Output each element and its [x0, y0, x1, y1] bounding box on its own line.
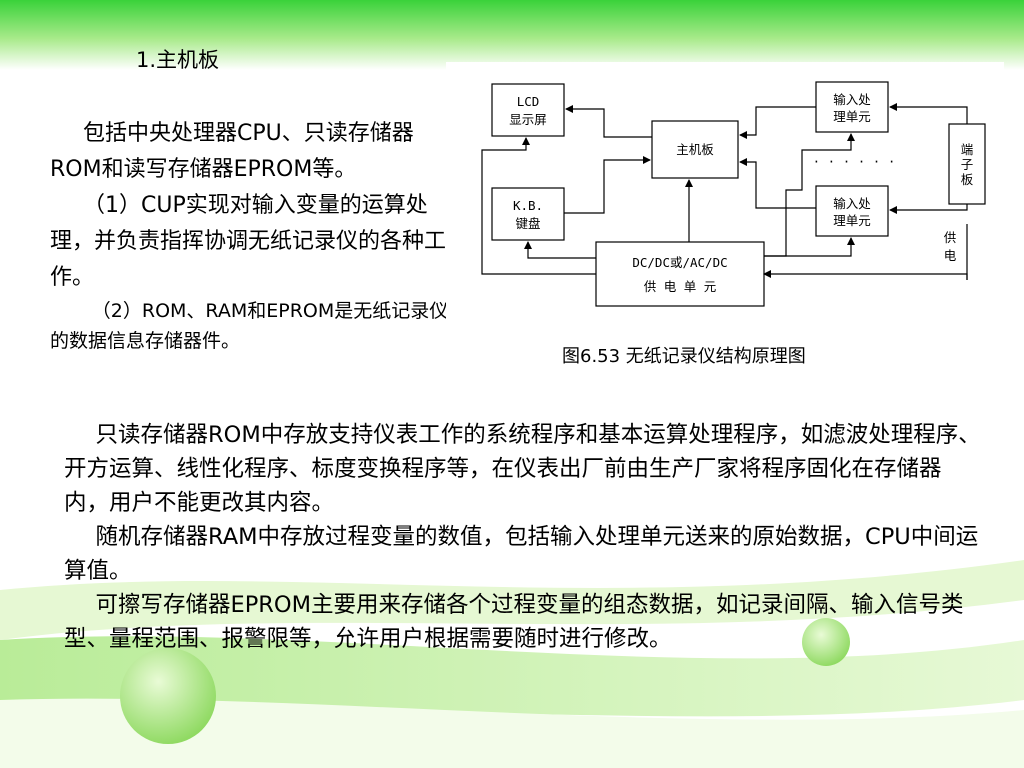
bubble-large [120, 648, 216, 744]
ellipsis-dots: · · · · · · [813, 154, 896, 169]
bubble-small [802, 618, 850, 666]
power-supply-label-2: 电 [944, 248, 957, 263]
power-unit-label-1: DC/DC或/AC/DC [632, 255, 727, 270]
paragraph-cpu: （1）CUP实现对输入变量的运算处理，并负责指挥协调无纸记录仪的各种工作。 [50, 193, 447, 290]
terminal-label-3: 板 [961, 172, 974, 187]
power-supply-label-1: 供 [944, 230, 957, 245]
keyboard-label-2: 键盘 [515, 216, 540, 231]
left-text-column: 包括中央处理器CPU、只读存储器ROM和读写存储器EPROM等。 （1）CUP实… [50, 116, 450, 356]
input-unit-bottom-box [815, 185, 889, 237]
main-text-block: 只读存储器ROM中存放支持仪表工作的系统程序和基本运算处理程序，如滤波处理程序、… [64, 418, 982, 656]
keyboard-box [491, 187, 565, 241]
input-unit-top-box [815, 81, 889, 133]
wave-3 [0, 698, 1024, 768]
power-unit-label-2: 供 电 单 元 [644, 279, 717, 294]
input-bottom-label-1: 输入处 [833, 196, 871, 211]
keyboard-label-1: K.B. [513, 198, 543, 213]
paragraph-memory: （2）ROM、RAM和EPROM是无纸记录仪的数据信息存储器件。 [50, 300, 449, 352]
wave-2 [0, 636, 1024, 720]
power-unit-box [595, 241, 765, 307]
terminal-label-1: 端 [961, 142, 974, 157]
paragraph-ram: 随机存储器RAM中存放过程变量的数值，包括输入处理单元送来的原始数据，CPU中间… [64, 524, 979, 584]
wave-1 [0, 560, 1024, 640]
input-top-label-1: 输入处 [833, 92, 871, 107]
lcd-box [491, 83, 565, 137]
main-board-box [651, 120, 739, 179]
top-band [0, 0, 1024, 70]
input-top-label-2: 理单元 [833, 109, 871, 124]
main-board-label: 主机板 [676, 142, 714, 157]
slide-heading: 1.主机板 [136, 48, 220, 72]
paragraph-intro: 包括中央处理器CPU、只读存储器ROM和读写存储器EPROM等。 [50, 121, 414, 182]
paragraph-rom: 只读存储器ROM中存放支持仪表工作的系统程序和基本运算处理程序，如滤波处理程序、… [64, 422, 981, 516]
terminal-label-2: 子 [961, 157, 974, 172]
recorder-structure-diagram: LCD 显示屏 K.B. 键盘 主机板 输入处 理单元 输入处 理单元 · · … [446, 62, 1004, 332]
lcd-label-2: 显示屏 [509, 112, 547, 127]
input-bottom-label-2: 理单元 [833, 213, 871, 228]
paragraph-eprom: 可擦写存储器EPROM主要用来存储各个过程变量的组态数据，如记录间隔、输入信号类… [64, 592, 964, 652]
figure-caption: 图6.53 无纸记录仪结构原理图 [562, 346, 806, 367]
lcd-label-1: LCD [517, 94, 540, 109]
